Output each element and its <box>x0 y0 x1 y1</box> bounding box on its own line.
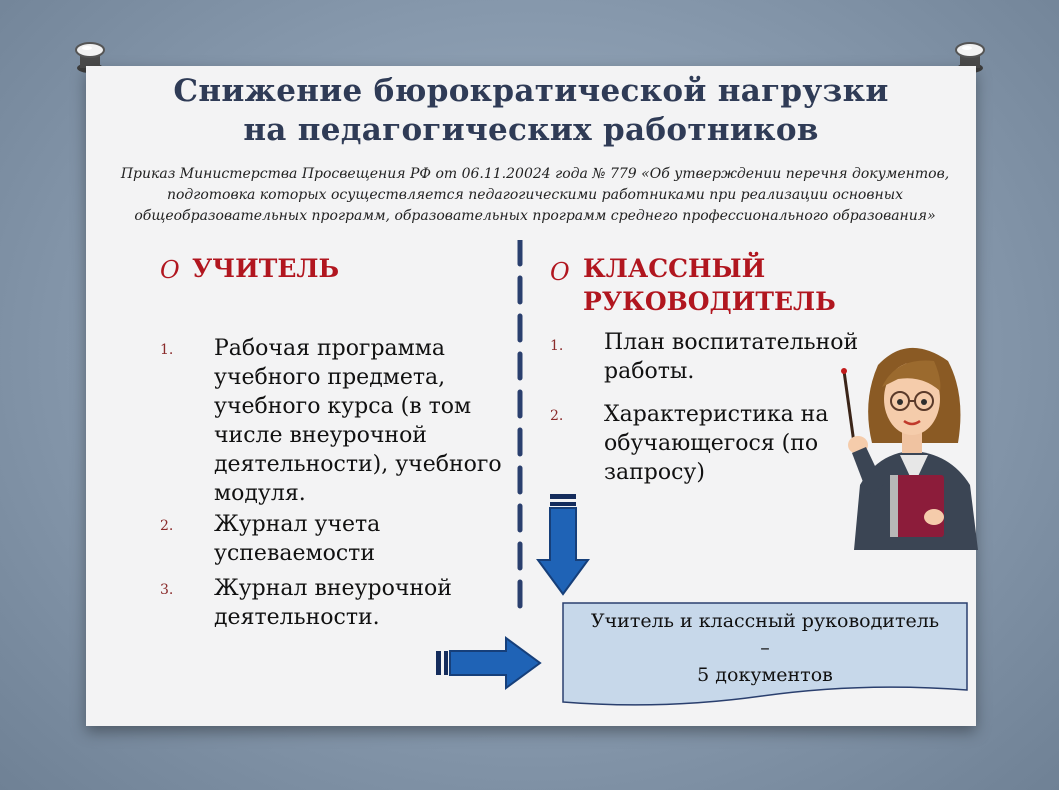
summary-line-1: Учитель и классный руководитель <box>590 610 940 632</box>
list-item: Рабочая программа учебного предмета, уче… <box>214 334 502 508</box>
heading-line-1: КЛАССНЫЙ <box>583 254 766 283</box>
bullet-marker: O <box>550 258 570 286</box>
list-item-line: учебного курса (в том <box>214 394 472 419</box>
title-line-1: Снижение бюрократической нагрузки <box>173 73 889 109</box>
summary-line-2: – <box>760 637 770 659</box>
list-number: 3. <box>160 582 174 598</box>
column-divider <box>517 240 523 620</box>
list-item-line: План воспитательной <box>604 330 859 355</box>
list-item-line: успеваемости <box>214 541 375 566</box>
heading-class-teacher: КЛАССНЫЙ РУКОВОДИТЕЛЬ <box>583 252 836 318</box>
list-item-line: работы. <box>604 359 695 384</box>
arrow-right-icon <box>436 636 542 690</box>
list-item: Журнал учета успеваемости <box>214 510 380 568</box>
list-item-line: деятельности), учебного <box>214 452 502 477</box>
list-item: Журнал внеурочной деятельности. <box>214 574 452 632</box>
heading-teacher: УЧИТЕЛЬ <box>192 254 340 283</box>
list-number: 2. <box>550 408 564 424</box>
list-item-line: деятельности. <box>214 605 380 630</box>
list-item-line: учебного предмета, <box>214 365 446 390</box>
list-item: План воспитательной работы. <box>604 328 858 386</box>
title-line-2: на педагогических работников <box>243 112 819 148</box>
page-title: Снижение бюрократической нагрузки на пед… <box>86 72 976 150</box>
summary-line-3: 5 документов <box>697 664 833 686</box>
list-item-line: запросу) <box>604 460 705 485</box>
arrow-down-icon <box>536 494 590 596</box>
order-line-1: Приказ Министерства Просвещения РФ от 06… <box>120 166 950 182</box>
list-item-line: Рабочая программа <box>214 336 445 361</box>
summary-text: Учитель и классный руководитель – 5 доку… <box>572 608 958 689</box>
order-reference: Приказ Министерства Просвещения РФ от 06… <box>100 164 970 227</box>
teacher-illustration <box>841 347 978 550</box>
list-item-line: Журнал внеурочной <box>214 576 452 601</box>
list-item-line: модуля. <box>214 481 306 506</box>
heading-line-2: РУКОВОДИТЕЛЬ <box>583 287 836 316</box>
list-number: 1. <box>160 342 174 358</box>
list-item-line: обучающегося (по <box>604 431 819 456</box>
list-item-line: Журнал учета <box>214 512 381 537</box>
list-number: 1. <box>550 338 564 354</box>
order-line-3: общеобразовательных программ, образовате… <box>134 208 936 224</box>
order-line-2: подготовка которых осуществляется педаго… <box>166 187 904 203</box>
bullet-marker: O <box>160 256 180 284</box>
list-item: Характеристика на обучающегося (по запро… <box>604 400 828 487</box>
list-number: 2. <box>160 518 174 534</box>
summary-box <box>562 602 968 706</box>
list-item-line: Характеристика на <box>604 402 829 427</box>
list-item-line: числе внеурочной <box>214 423 427 448</box>
